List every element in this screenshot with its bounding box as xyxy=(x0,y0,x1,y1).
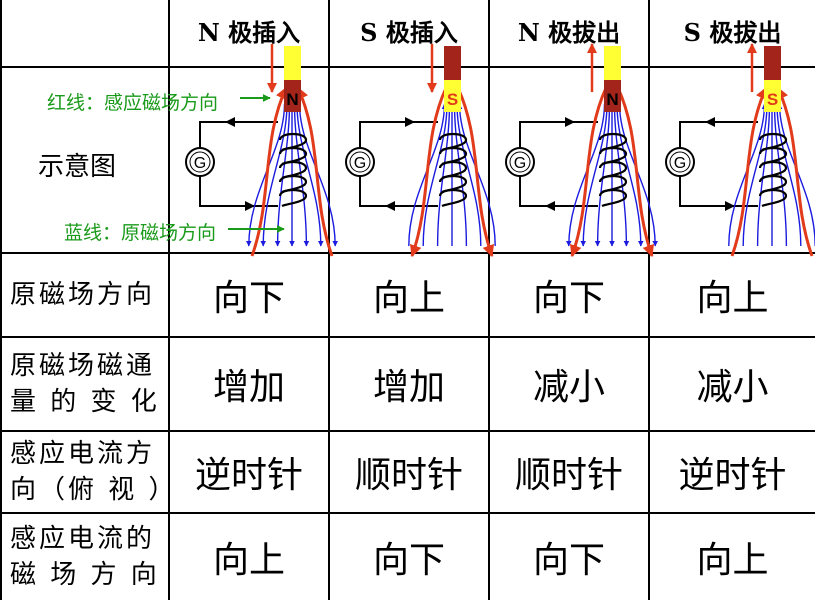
magnet-top xyxy=(604,46,621,80)
original-field-line xyxy=(278,104,290,246)
original-field-line xyxy=(598,104,610,246)
induced-field-line xyxy=(252,88,286,256)
galvanometer-label: G xyxy=(514,155,526,172)
coil-turn xyxy=(440,190,466,206)
coil-turn xyxy=(600,190,626,206)
coil-turn xyxy=(760,190,786,206)
coil-turn xyxy=(280,190,306,206)
panel-4: GS xyxy=(666,44,815,256)
magnet-top xyxy=(444,46,461,80)
magnet-pole-label: S xyxy=(767,90,778,109)
original-field-line xyxy=(438,104,450,246)
galvanometer-label: G xyxy=(354,155,366,172)
red-line-annotation: 红线：感应磁场方向 xyxy=(47,88,218,115)
panel-2: GS xyxy=(346,44,495,256)
induced-field-line xyxy=(572,88,606,256)
circuit-wire xyxy=(680,122,758,148)
galvanometer-label: G xyxy=(674,155,686,172)
magnet-pole-label: S xyxy=(447,90,458,109)
magnet-top xyxy=(284,46,301,80)
circuit-wire xyxy=(520,122,598,148)
panel-3: GN xyxy=(506,44,655,256)
magnet-pole-label: N xyxy=(606,90,618,109)
magnet-pole-label: N xyxy=(286,90,298,109)
induced-field-line xyxy=(732,88,766,256)
original-field-line xyxy=(758,104,770,246)
circuit-wire xyxy=(360,122,438,148)
circuit-wire xyxy=(200,122,278,148)
induced-field-line xyxy=(412,88,446,256)
magnet-top xyxy=(764,46,781,80)
blue-line-annotation: 蓝线：原磁场方向 xyxy=(64,218,216,245)
galvanometer-label: G xyxy=(194,155,206,172)
